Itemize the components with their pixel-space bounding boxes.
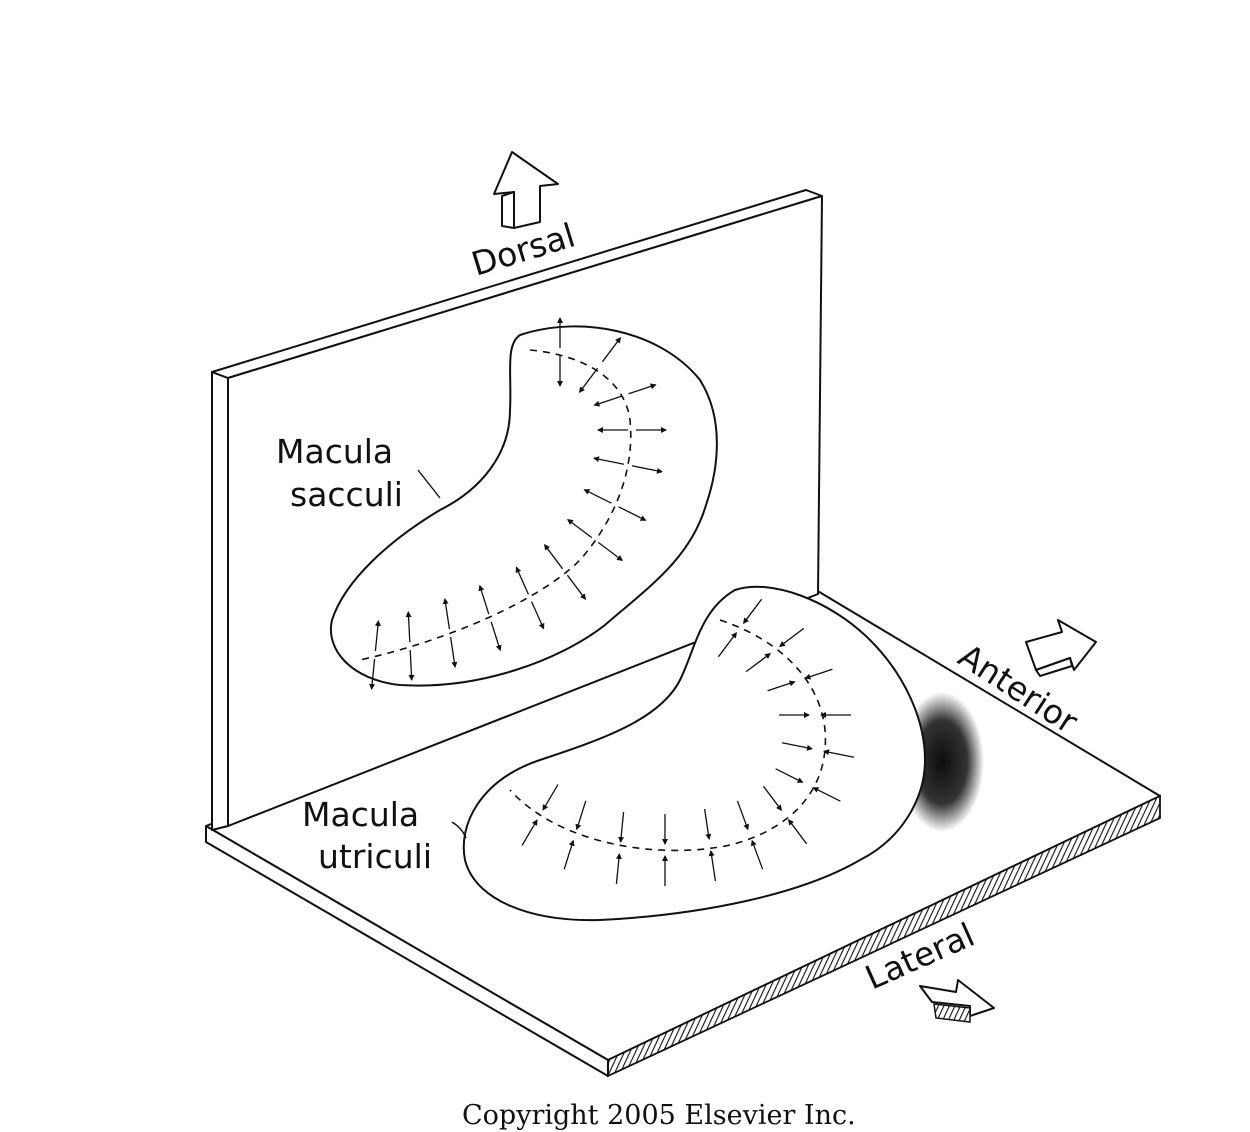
macula-sacculi-label-line1: Macula — [276, 432, 393, 471]
macula-utriculi-label-line1: Macula — [302, 795, 419, 834]
copyright-caption: Copyright 2005 Elsevier Inc. — [462, 1100, 856, 1131]
macula-utriculi-label-line2: utriculi — [318, 837, 432, 876]
macula-sacculi-label-line2: sacculi — [290, 475, 403, 514]
lateral-arrow-icon — [920, 980, 994, 1022]
dorsal-arrow-icon — [494, 152, 558, 228]
anterior-arrow-icon — [1026, 620, 1096, 676]
